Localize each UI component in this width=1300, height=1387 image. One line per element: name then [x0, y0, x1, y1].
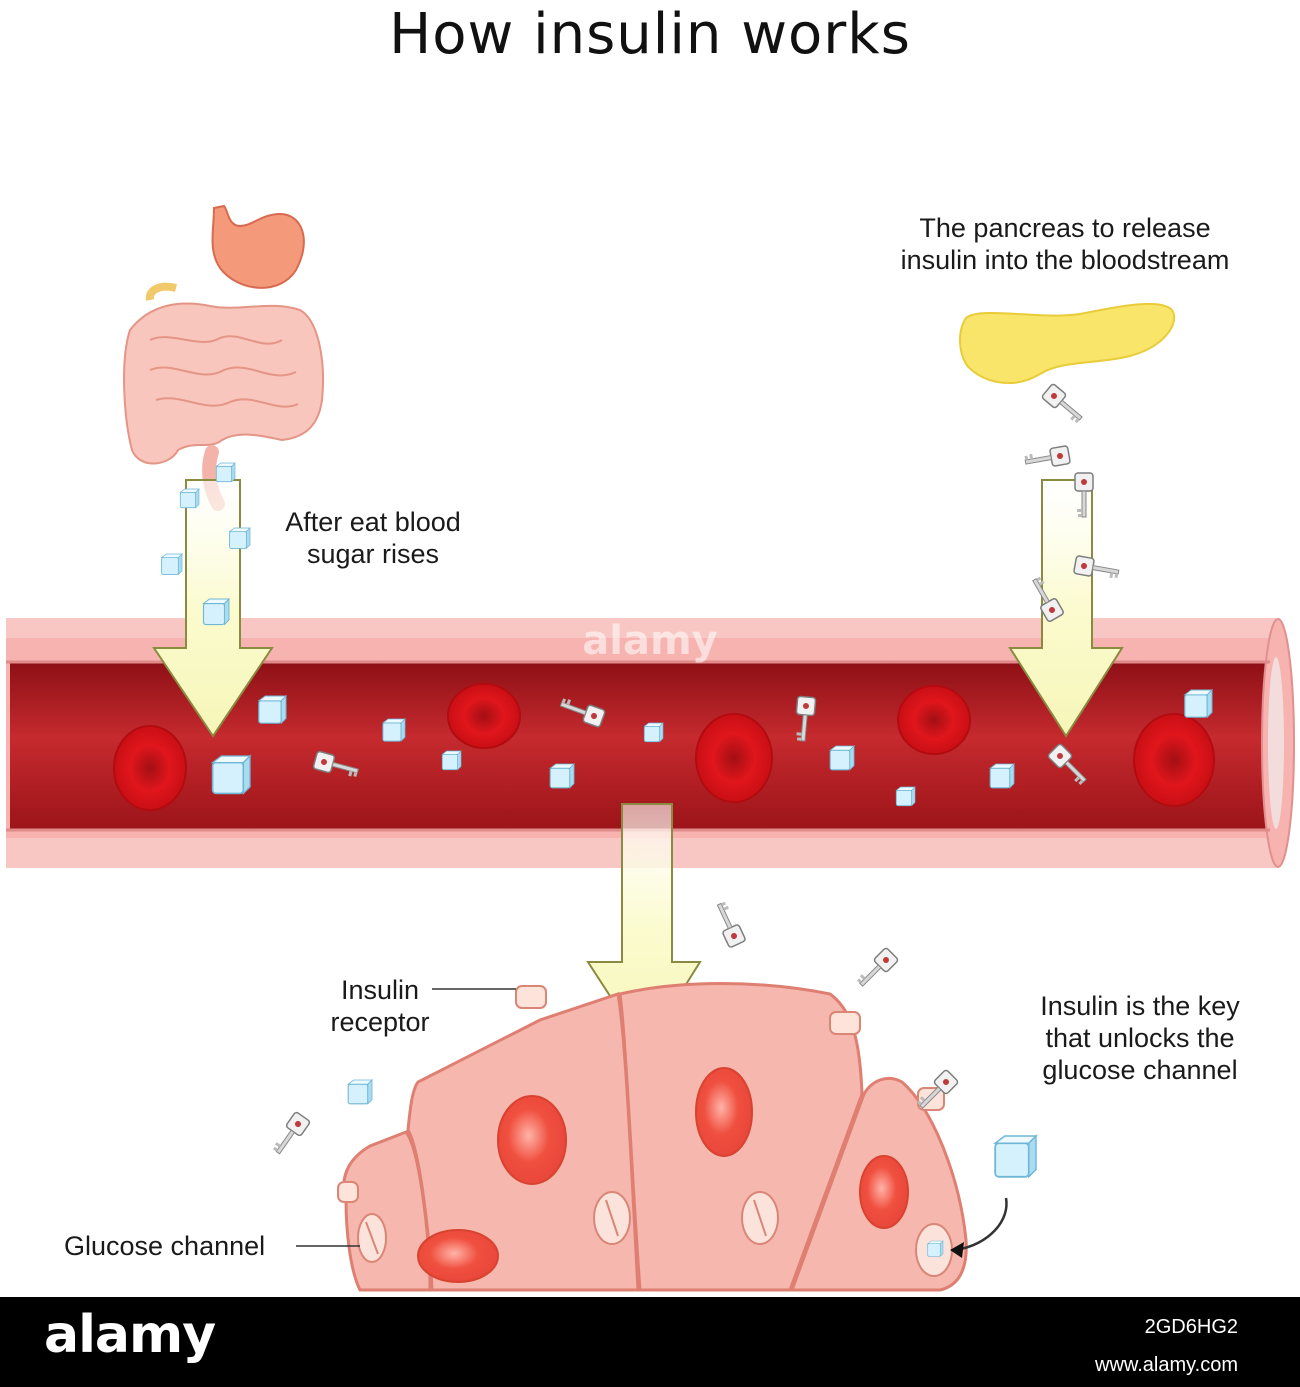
illustration: alamy	[6, 204, 1295, 1292]
label-insulin-key: Insulin is the key that unlocks the gluc…	[1012, 990, 1268, 1086]
nucleus	[859, 1155, 909, 1229]
label-after-eat: After eat blood sugar rises	[258, 506, 488, 570]
nucleus	[497, 1095, 567, 1185]
label-glucose-channel: Glucose channel	[64, 1231, 266, 1261]
arrow-insulin-into-blood	[1008, 479, 1124, 738]
footer-bar	[0, 1297, 1300, 1387]
label-after-eat-line2: sugar rises	[306, 539, 440, 569]
glucose-channels	[357, 1191, 953, 1277]
pancreas-organ	[959, 302, 1176, 384]
leader-lines	[296, 988, 1008, 1258]
red-blood-cells	[113, 683, 1215, 811]
label-receptor-line1: Insulin	[340, 975, 420, 1005]
label-pancreas-line1: The pancreas to release	[919, 213, 1211, 243]
label-key-line2: that unlocks the	[1045, 1023, 1235, 1053]
label-key-line1: Insulin is the key	[1040, 991, 1240, 1021]
label-after-eat-line1: After eat blood	[285, 507, 461, 537]
label-insulin-receptor: Insulin receptor	[320, 974, 440, 1038]
label-pancreas-line2: insulin into the bloodstream	[900, 245, 1230, 275]
diagram-title: How insulin works	[389, 2, 911, 67]
watermark: alamy	[582, 618, 717, 664]
site-url: www.alamy.com	[1095, 1354, 1238, 1376]
footer-info: 2GD6HG2 www.alamy.com	[1095, 1308, 1238, 1384]
insulin-receptors	[337, 985, 945, 1203]
digestive-system	[123, 204, 325, 511]
label-pancreas: The pancreas to release insulin into the…	[870, 212, 1260, 276]
label-key-line3: glucose channel	[1042, 1055, 1238, 1085]
nucleus	[695, 1067, 753, 1157]
cell-cluster	[337, 982, 968, 1292]
footer-logo: alamy	[44, 1305, 216, 1365]
nucleus	[417, 1229, 499, 1283]
image-id: 2GD6HG2	[1144, 1316, 1238, 1338]
label-receptor-line2: receptor	[330, 1007, 430, 1037]
